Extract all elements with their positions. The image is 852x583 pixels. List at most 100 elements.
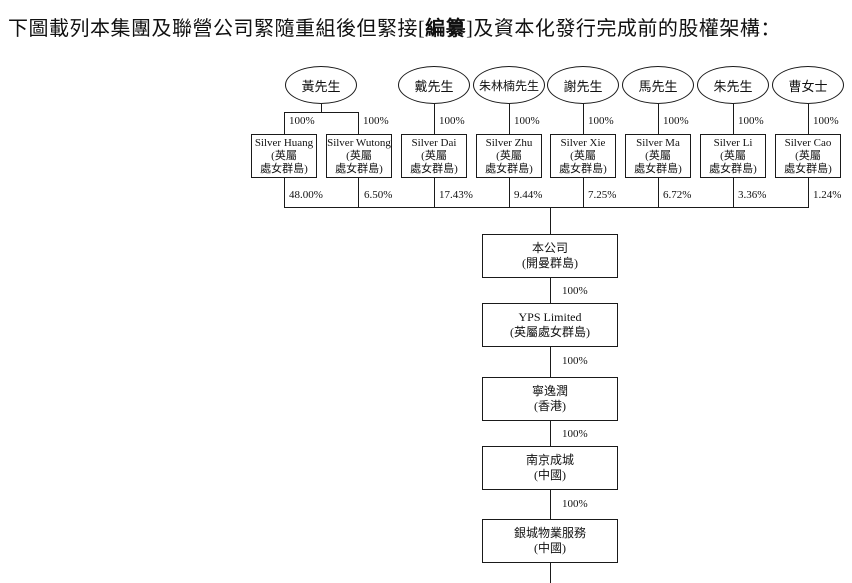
holdco-region: (英屬 <box>346 150 372 162</box>
holdco-box-silver-wutong: Silver Wutong (英屬 處女群島) <box>326 134 392 178</box>
title-text-post: ]及資本化發行完成前的股權架構： <box>466 18 781 40</box>
holdco-region: (英屬 <box>496 150 522 162</box>
stake-label-silver-wutong: 6.50% <box>364 189 393 201</box>
holdco-region: 處女群島) <box>559 163 607 175</box>
holdco-box-silver-ma: Silver Ma (英屬 處女群島) <box>625 134 691 178</box>
holdco-box-silver-dai: Silver Dai (英屬 處女群島) <box>401 134 467 178</box>
holdco-region: (英屬 <box>720 150 746 162</box>
holdco-box-silver-xie: Silver Xie (英屬 處女群島) <box>550 134 616 178</box>
owner-name: 黃先生 <box>301 78 341 94</box>
ownership-percent-label: 100% <box>663 115 689 127</box>
stake-label-silver-ma: 6.72% <box>663 189 692 201</box>
chain-box-the-company: 本公司 (開曼群島) <box>482 234 618 278</box>
holdco-name: Silver Li <box>713 137 753 149</box>
holdco-box-silver-cao: Silver Cao (英屬 處女群島) <box>775 134 841 178</box>
chain-company-region: (開曼群島) <box>522 256 578 270</box>
holdco-region: 處女群島) <box>634 163 682 175</box>
chain-company-region: (中國) <box>534 468 566 482</box>
chain-company-region: (中國) <box>534 541 566 555</box>
stake-label-silver-cao: 1.24% <box>813 189 842 201</box>
stake-label-silver-huang: 48.00% <box>289 189 323 201</box>
holdco-region: (英屬 <box>421 150 447 162</box>
owner-name: 曹女士 <box>788 78 828 94</box>
chain-company-region: (香港) <box>534 399 566 413</box>
holdco-box-silver-zhu: Silver Zhu (英屬 處女群島) <box>476 134 542 178</box>
holdco-region: (英屬 <box>271 150 297 162</box>
holdco-region: (英屬 <box>645 150 671 162</box>
ownership-percent-label: 100% <box>588 115 614 127</box>
title-text-pre: 下圖載列本集團及聯營公司緊隨重組後但緊接[ <box>8 18 426 40</box>
chain-stake-label: 100% <box>562 428 588 440</box>
holdco-region: 處女群島) <box>335 163 383 175</box>
connector-split-line <box>284 112 359 113</box>
connector-line <box>808 104 809 134</box>
owner-name: 謝先生 <box>563 78 603 94</box>
connector-line <box>550 490 551 519</box>
connector-line <box>658 104 659 134</box>
connector-line <box>583 178 584 207</box>
owner-oval-mr-zhu: 朱先生 <box>697 66 769 104</box>
stake-label-silver-li: 3.36% <box>738 189 767 201</box>
owner-name: 戴先生 <box>414 78 454 94</box>
owner-oval-ms-cao: 曹女士 <box>772 66 844 104</box>
holdco-name: Silver Xie <box>560 137 606 149</box>
holdco-name: Silver Huang <box>254 137 314 149</box>
chain-company-region: (英屬處女群島) <box>510 325 590 339</box>
holdco-box-silver-li: Silver Li (英屬 處女群島) <box>700 134 766 178</box>
collector-line <box>284 207 809 208</box>
connector-line <box>284 178 285 207</box>
holdco-region: 處女群島) <box>485 163 533 175</box>
owner-name: 朱林楠先生 <box>478 78 539 93</box>
stake-label-silver-xie: 7.25% <box>588 189 617 201</box>
ownership-percent-label: 100% <box>289 115 315 127</box>
chain-company-name: 銀城物業服務 <box>513 526 586 540</box>
connector-line <box>733 178 734 207</box>
chain-stake-label: 100% <box>562 355 588 367</box>
holdco-region: 處女群島) <box>260 163 308 175</box>
holdco-name: Silver Cao <box>784 137 832 149</box>
holdco-name: Silver Zhu <box>485 137 533 149</box>
ownership-percent-label: 100% <box>514 115 540 127</box>
holdco-name: Silver Wutong <box>327 137 391 149</box>
ownership-percent-label: 100% <box>813 115 839 127</box>
holdco-region: (英屬 <box>570 150 596 162</box>
connector-line <box>434 178 435 207</box>
holdco-box-silver-huang: Silver Huang (英屬 處女群島) <box>251 134 317 178</box>
title-redacted-label: 編纂 <box>425 18 467 40</box>
ownership-percent-label: 100% <box>363 115 389 127</box>
page-title: 下圖載列本集團及聯營公司緊隨重組後但緊接[編纂]及資本化發行完成前的股權架構： <box>8 16 848 43</box>
connector-line <box>321 104 322 112</box>
chain-box-yps-limited: YPS Limited (英屬處女群島) <box>482 303 618 347</box>
owner-oval-mr-huang: 黃先生 <box>285 66 357 104</box>
connector-line <box>733 104 734 134</box>
holdco-region: (英屬 <box>795 150 821 162</box>
stake-label-silver-dai: 17.43% <box>439 189 473 201</box>
connector-line <box>509 178 510 207</box>
connector-line <box>358 178 359 207</box>
ownership-percent-label: 100% <box>738 115 764 127</box>
chain-company-name: YPS Limited <box>518 310 582 324</box>
owner-oval-mr-xie: 謝先生 <box>547 66 619 104</box>
connector-line <box>550 347 551 377</box>
chain-company-name: 本公司 <box>531 241 568 255</box>
owner-oval-mr-ma: 馬先生 <box>622 66 694 104</box>
connector-line <box>583 104 584 134</box>
holdco-region: 處女群島) <box>784 163 832 175</box>
connector-line <box>284 112 285 134</box>
chain-company-name: 寧逸潤 <box>531 384 568 398</box>
chain-box-nanjing-chengcheng: 南京成城 (中國) <box>482 446 618 490</box>
chain-box-ning-yi-run: 寧逸潤 (香港) <box>482 377 618 421</box>
connector-line <box>434 104 435 134</box>
holdco-region: 處女群島) <box>709 163 757 175</box>
holdco-name: Silver Dai <box>411 137 457 149</box>
holdco-name: Silver Ma <box>636 137 680 149</box>
chain-company-name: 南京成城 <box>525 453 574 467</box>
connector-line <box>550 207 551 234</box>
owner-oval-mr-zhu-linnan: 朱林楠先生 <box>473 66 545 104</box>
ownership-percent-label: 100% <box>439 115 465 127</box>
holdco-region: 處女群島) <box>410 163 458 175</box>
owner-name: 馬先生 <box>638 78 678 94</box>
connector-line <box>509 104 510 134</box>
chain-stake-label: 100% <box>562 498 588 510</box>
